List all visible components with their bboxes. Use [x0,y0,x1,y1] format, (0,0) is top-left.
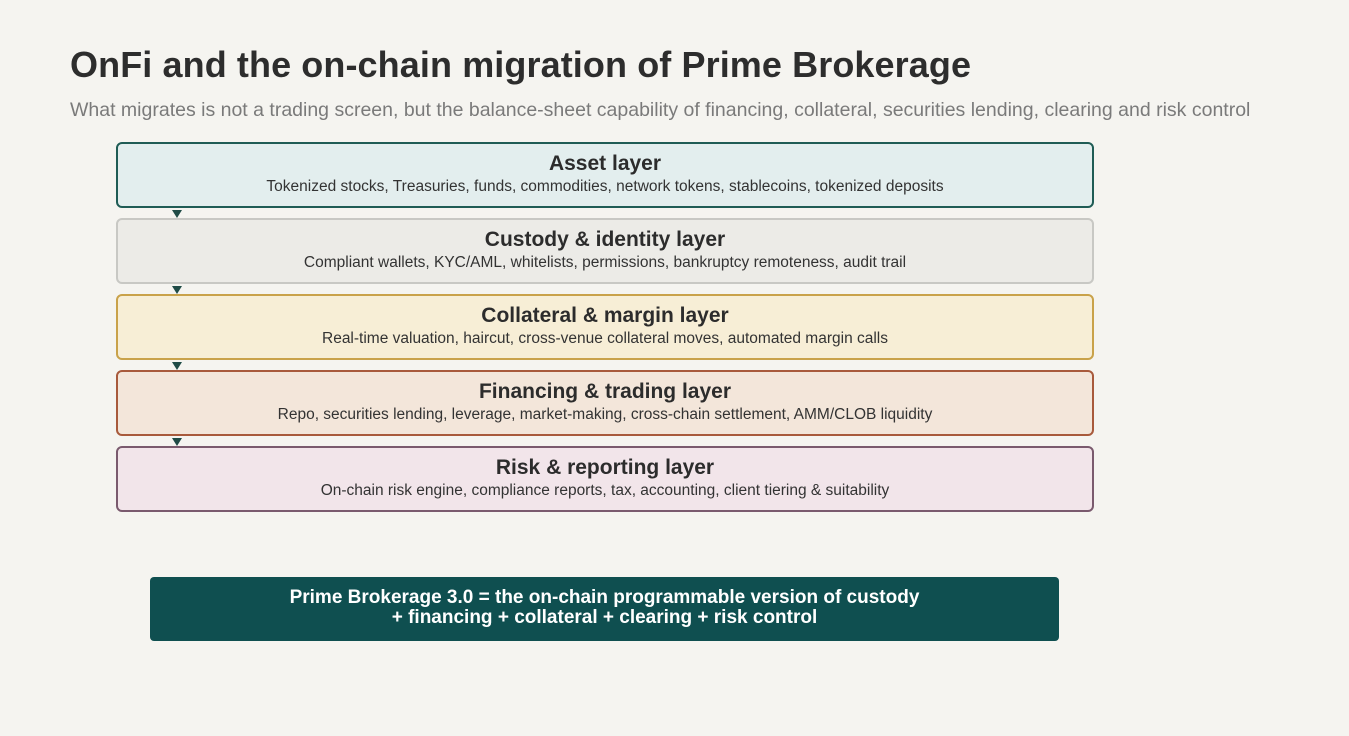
asset-layer-box: Asset layer Tokenized stocks, Treasuries… [116,142,1094,218]
financing-trading-layer-box: Financing & trading layer Repo, securiti… [116,370,1094,446]
summary-line-1: Prime Brokerage 3.0 = the on-chain progr… [289,587,920,608]
layer-title: Risk & reporting layer [495,456,715,479]
layer-stack: Asset layer Tokenized stocks, Treasuries… [116,142,1094,522]
layer-description: Compliant wallets, KYC/AML, whitelists, … [303,254,907,271]
down-arrow-icon [172,210,182,218]
collateral-margin-layer-box: Collateral & margin layer Real-time valu… [116,294,1094,370]
custody-identity-layer-box: Custody & identity layer Compliant walle… [116,218,1094,294]
down-arrow-icon [172,286,182,294]
down-arrow-icon [172,362,182,370]
layer-title: Asset layer [548,152,662,175]
layer-title: Custody & identity layer [484,228,726,251]
layer-description: Tokenized stocks, Treasuries, funds, com… [266,178,944,195]
layer-description: Repo, securities lending, leverage, mark… [277,406,933,423]
summary-banner: Prime Brokerage 3.0 = the on-chain progr… [150,577,1059,641]
down-arrow-icon [172,438,182,446]
layer-description: On-chain risk engine, compliance reports… [320,482,890,499]
risk-reporting-layer-box: Risk & reporting layer On-chain risk eng… [116,446,1094,512]
layer-description: Real-time valuation, haircut, cross-venu… [322,330,888,347]
layer-title: Financing & trading layer [478,380,732,403]
layer-title: Collateral & margin layer [481,304,729,327]
page-subtitle: What migrates is not a trading screen, b… [70,99,1251,121]
page-title: OnFi and the on-chain migration of Prime… [70,44,972,85]
summary-line-2: + financing + collateral + clearing + ri… [391,607,818,628]
